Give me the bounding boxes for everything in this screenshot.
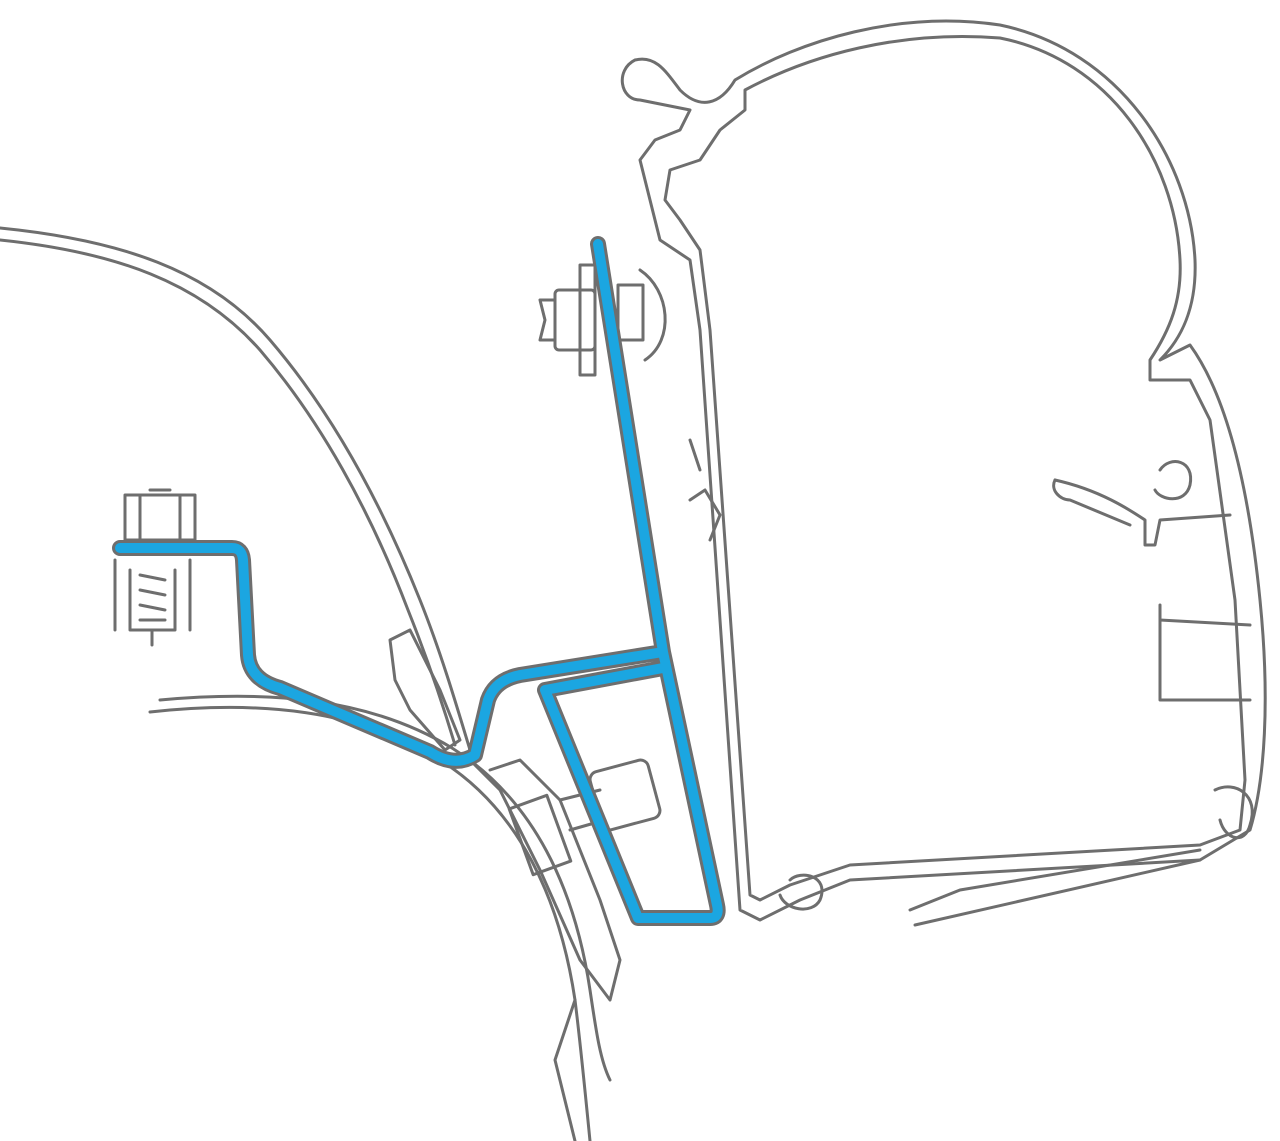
adapter-bracket [112, 236, 726, 926]
awning-housing [620, 19, 1267, 927]
roof-bolt [113, 488, 197, 647]
vehicle-body-arc [148, 694, 622, 1141]
vehicle-roof-curve [0, 226, 472, 752]
roof-gutter [388, 628, 462, 752]
awning-bolt [538, 263, 667, 377]
